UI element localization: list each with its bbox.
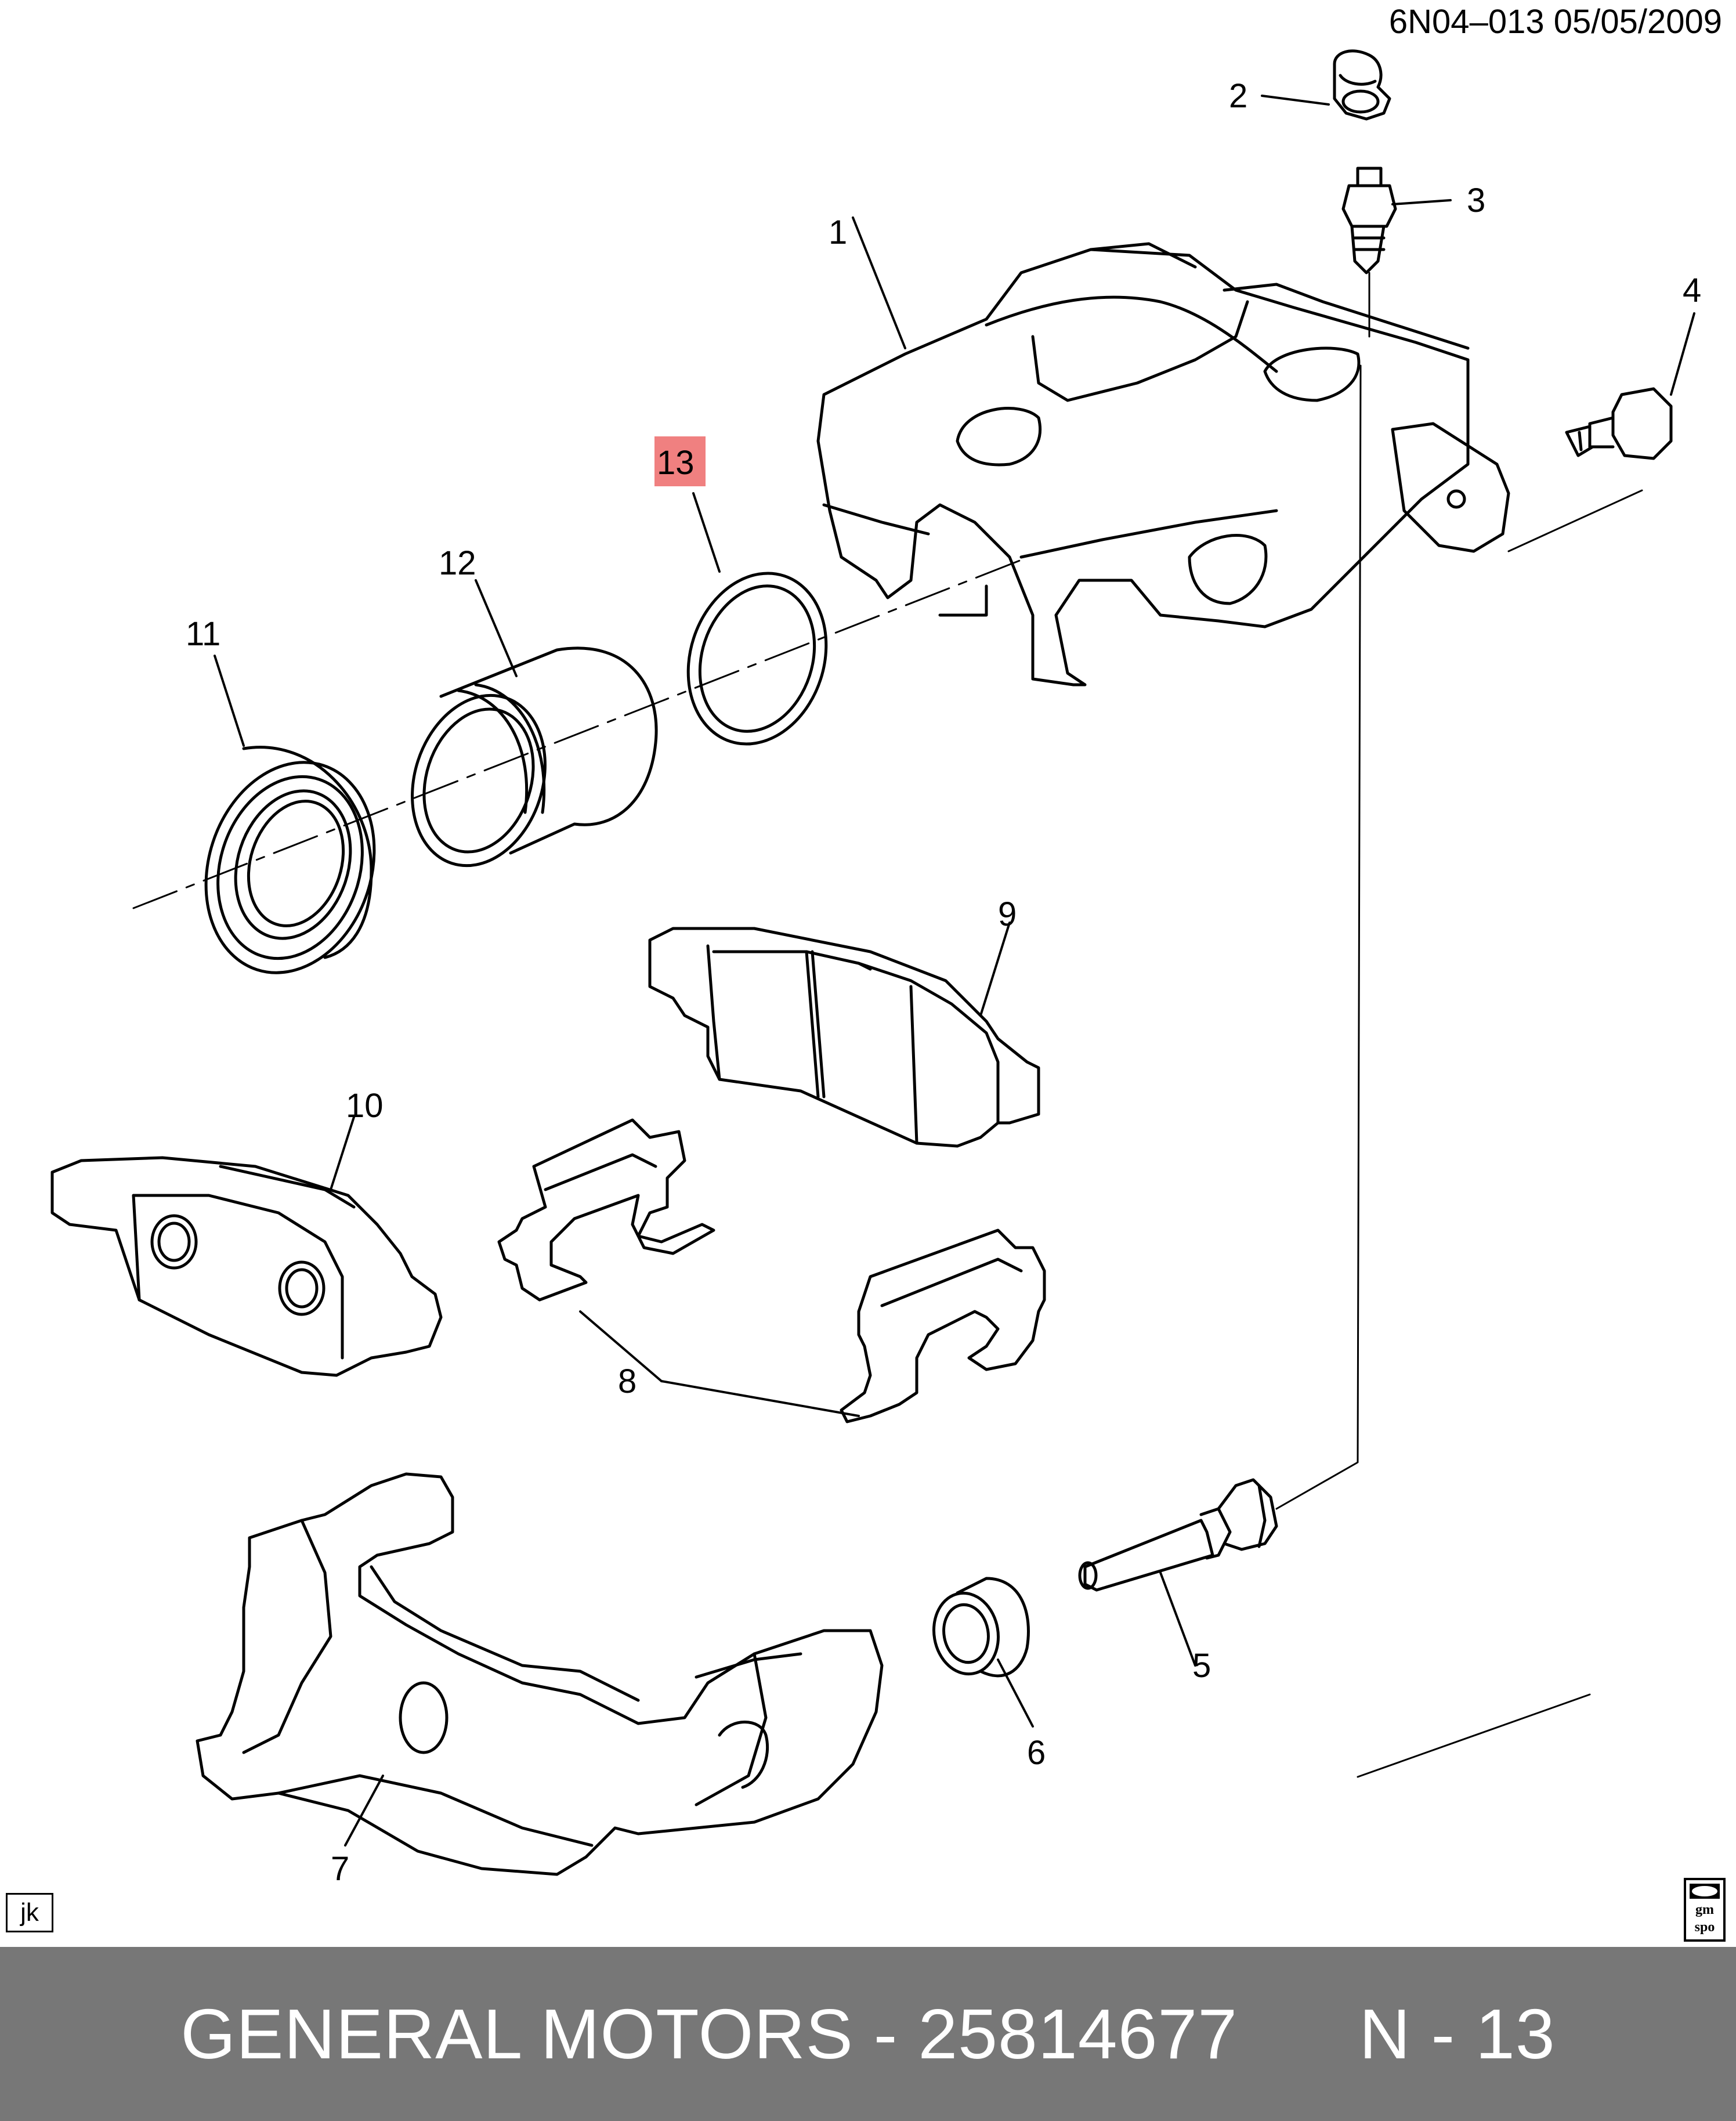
part-13-piston-seal bbox=[686, 572, 828, 746]
leader-lines bbox=[214, 95, 1695, 1847]
part-5-guide-pin-bolt bbox=[1078, 364, 1362, 1592]
part-1-caliper-housing bbox=[816, 242, 1510, 686]
part-12-piston bbox=[411, 646, 658, 868]
callout-10: 10 bbox=[346, 1087, 384, 1125]
centerline-guide-pin-axis bbox=[1357, 1693, 1591, 1778]
footer-part-info: GENERAL MOTORS - 25814677 N - 13 bbox=[180, 1994, 1556, 2073]
footer-bar: GENERAL MOTORS - 25814677 N - 13 bbox=[0, 1947, 1736, 2121]
part-6-guide-pin-boot bbox=[932, 1577, 1030, 1678]
part-4-bolt bbox=[1565, 387, 1673, 460]
callout-9: 9 bbox=[998, 895, 1017, 933]
svg-text:spo: spo bbox=[1695, 1920, 1715, 1935]
part-10-inner-brake-pad bbox=[50, 1156, 443, 1377]
centerline-piston-axis bbox=[132, 559, 1022, 909]
gm-spo-logo: gm spo bbox=[1684, 1878, 1726, 1942]
centerline-bolt-axis bbox=[1507, 489, 1643, 552]
callout-4: 4 bbox=[1683, 272, 1701, 309]
callout-2: 2 bbox=[1229, 77, 1247, 115]
part-2-bleeder-cap bbox=[1333, 49, 1391, 121]
document-id: 6N04–013 05/05/2009 bbox=[1388, 3, 1722, 41]
callout-13-highlight bbox=[654, 436, 706, 486]
brake-caliper-exploded-diagram: 1 2 3 4 5 6 7 8 9 10 11 12 13 bbox=[50, 49, 1701, 1888]
part-9-outer-brake-pad bbox=[648, 927, 1040, 1148]
callout-5: 5 bbox=[1192, 1647, 1211, 1685]
drafter-initials: jk bbox=[6, 1893, 53, 1932]
callout-8: 8 bbox=[618, 1363, 636, 1400]
part-11-dust-boot bbox=[204, 746, 376, 974]
svg-text:gm: gm bbox=[1695, 1902, 1714, 1917]
callout-11: 11 bbox=[186, 615, 220, 653]
callout-13: 13 bbox=[657, 444, 695, 482]
part-8-abutment-clips bbox=[497, 1118, 1046, 1423]
callout-1: 1 bbox=[829, 214, 847, 251]
part-7-caliper-bracket bbox=[196, 1472, 884, 1876]
callout-6: 6 bbox=[1027, 1734, 1046, 1772]
part-3-bleeder-valve bbox=[1341, 167, 1397, 338]
callout-7: 7 bbox=[331, 1850, 349, 1888]
callout-labels: 1 2 3 4 5 6 7 8 9 10 11 12 13 bbox=[186, 77, 1701, 1888]
callout-3: 3 bbox=[1467, 182, 1485, 219]
callout-12: 12 bbox=[439, 544, 476, 582]
